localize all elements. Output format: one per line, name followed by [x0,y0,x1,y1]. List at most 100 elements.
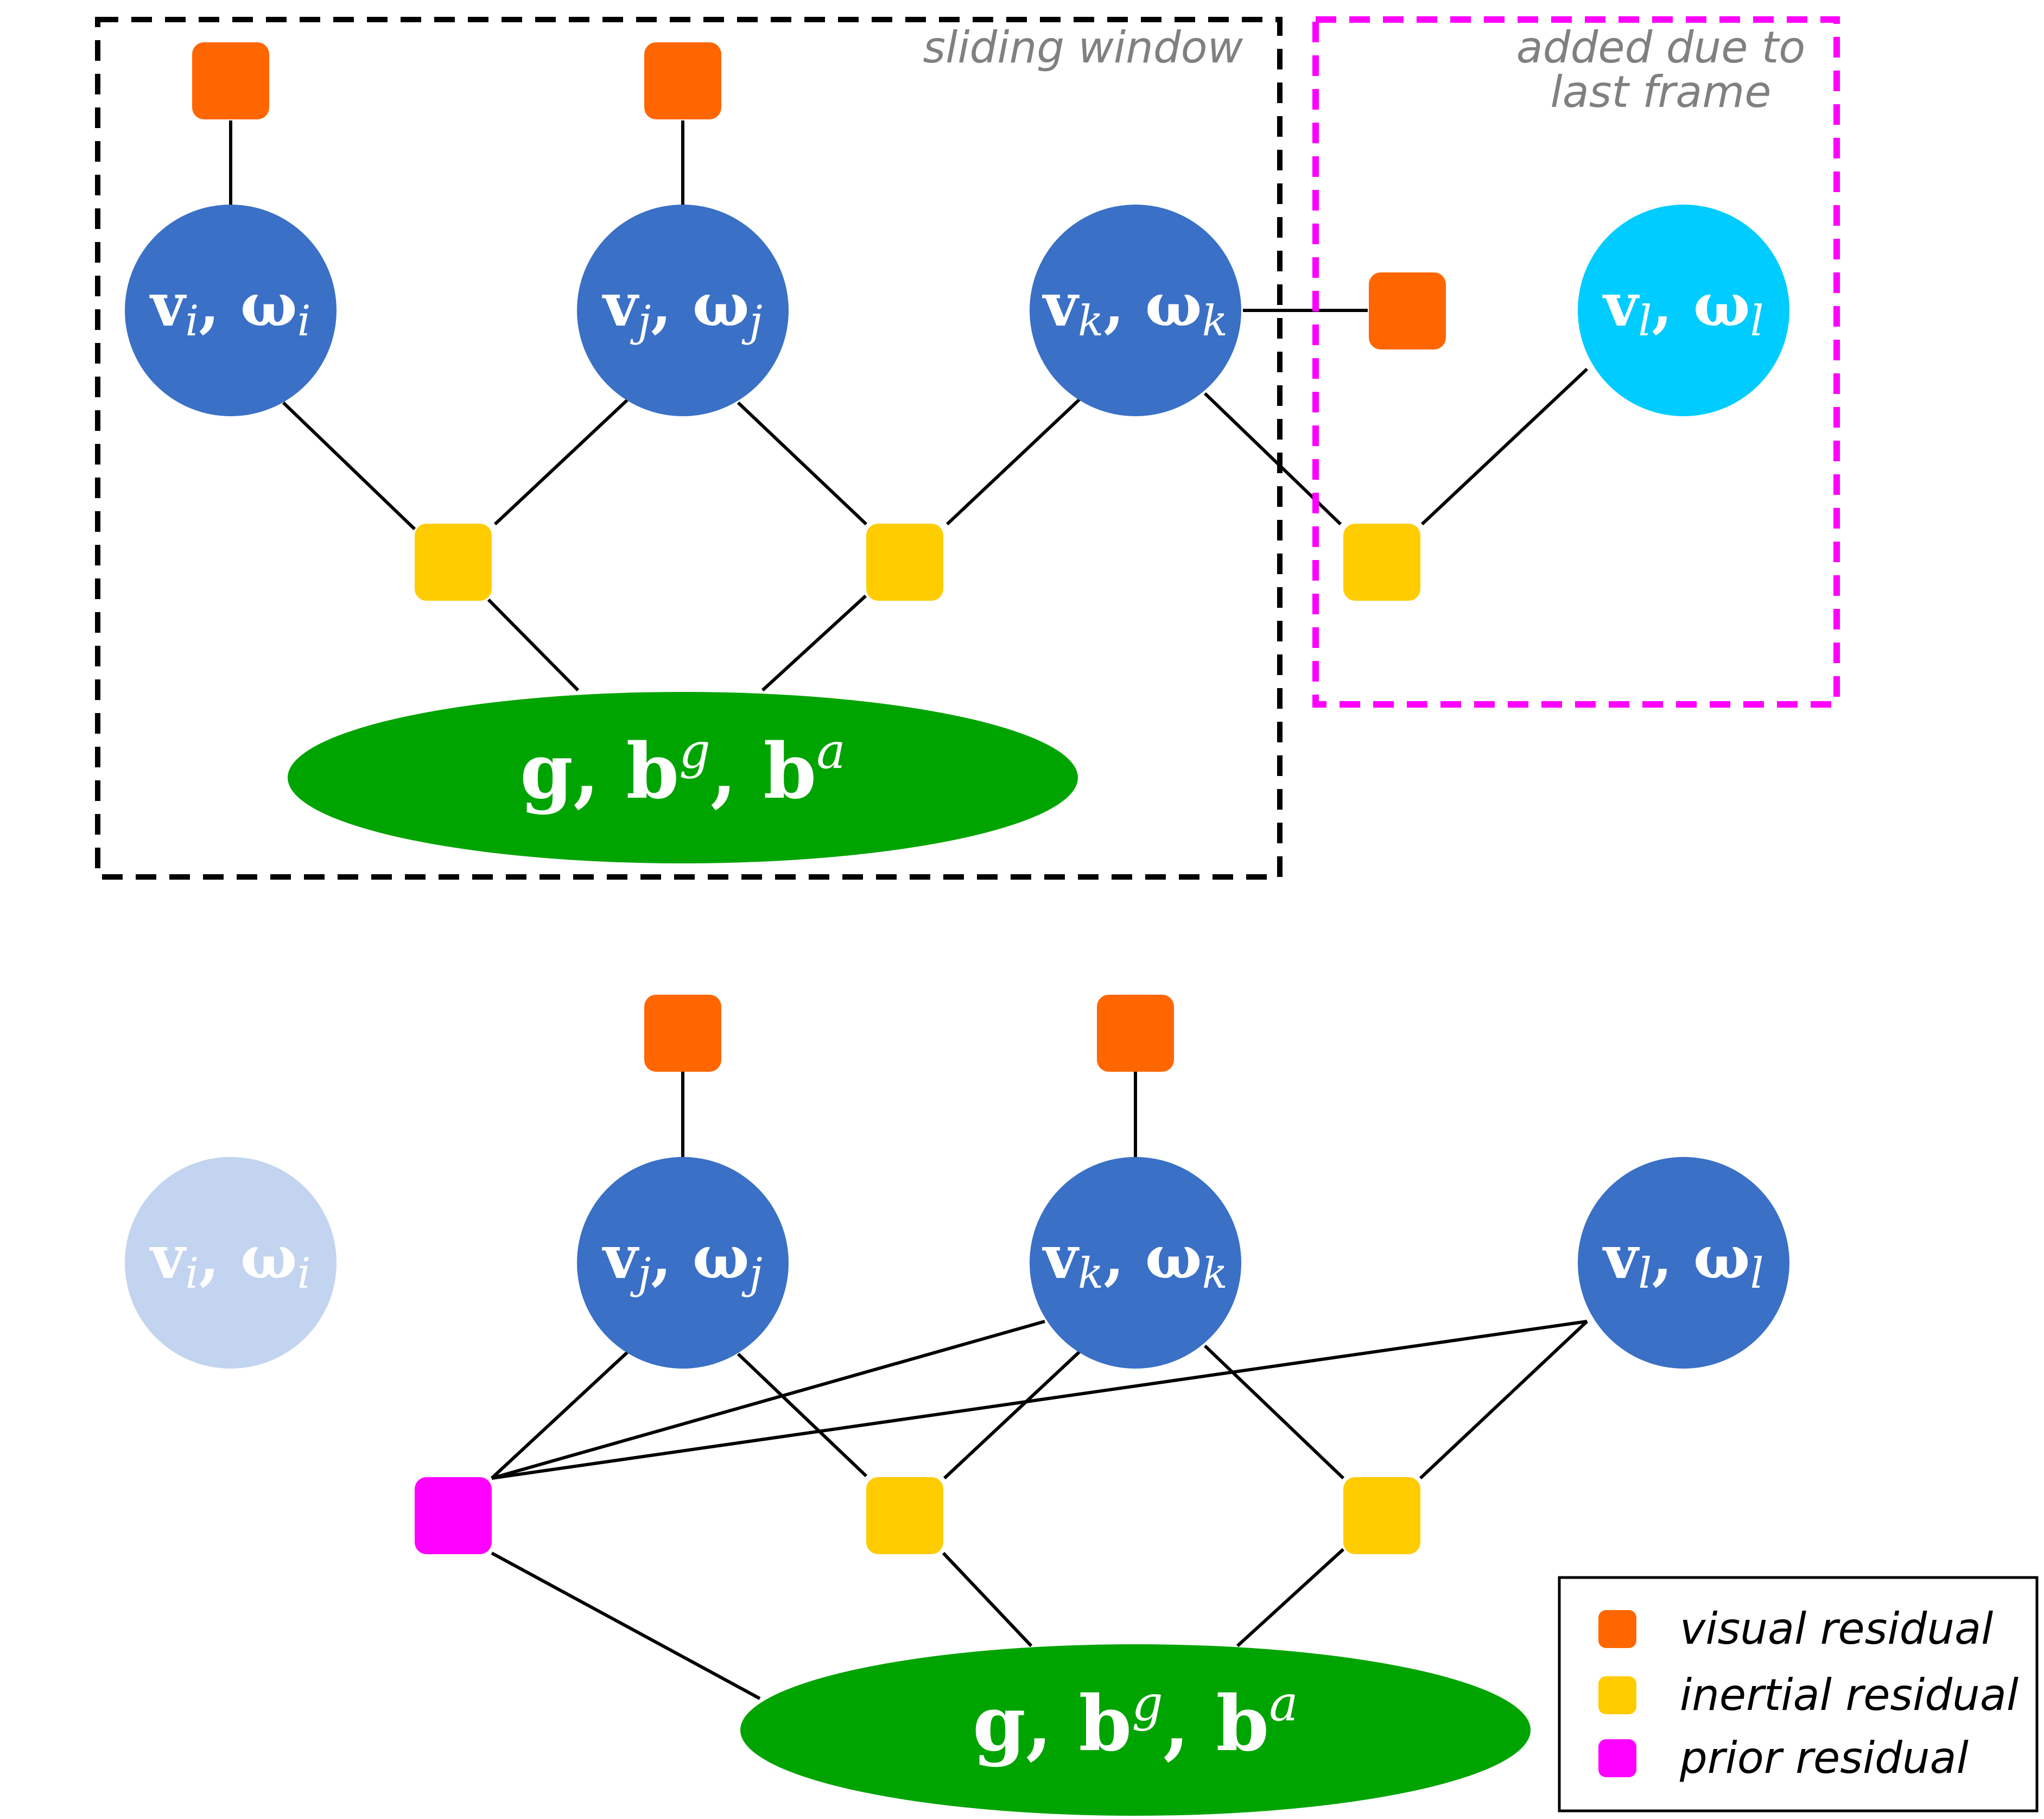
node-sub: l [1638,1249,1652,1298]
legend-swatch [1598,1676,1636,1714]
edge [1419,1320,1589,1480]
inertial-residual-factor [1343,524,1420,601]
edge [491,1320,1588,1480]
edge [493,397,630,526]
node-sub: i [297,1249,311,1298]
state-node-i: vi, ωi [125,205,337,416]
node-sub: k [1078,297,1103,346]
prior-residual-factor [415,1477,492,1554]
edge [761,594,867,692]
svg-text:vi, ωi: vi, ωi [149,270,310,346]
node-main: v [1602,270,1640,340]
legend-item-visual: visual residual [1598,1604,1993,1654]
edge [487,598,580,692]
node-sub: i [185,1249,199,1298]
global-sup: g [1132,1675,1163,1732]
sliding-window-label: sliding window [923,22,1243,73]
legend: visual residual inertial residual prior … [1558,1576,2039,1812]
global-g: g, b [973,1680,1132,1769]
svg-text:vk, ωk: vk, ωk [1042,1222,1228,1298]
svg-text:vl, ωl: vl, ωl [1602,270,1763,346]
node-sub: k [1202,1249,1228,1298]
legend-swatch [1598,1610,1636,1648]
node-sep: , ω [1652,1222,1750,1292]
global-mid: , b [1163,1680,1269,1769]
top-edges [229,120,1589,692]
svg-text:vl, ωl: vl, ωl [1602,1222,1763,1298]
svg-text:vi, ωi: vi, ωi [149,1222,310,1298]
state-node-i-marginalized: vi, ωi [125,1157,337,1369]
node-sep: , ω [651,1222,749,1292]
node-sub: i [185,297,199,346]
node-sub: l [1750,297,1764,346]
global-node-top: g, bg, ba [288,692,1078,863]
node-sub: k [1202,297,1228,346]
inertial-residual-factor [415,524,492,601]
global-node-bottom: g, bg, ba [740,1644,1531,1816]
node-sep: , ω [1103,1222,1202,1292]
node-sub: k [1078,1249,1103,1298]
edge [945,397,1082,526]
state-node-j: vj, ωj [577,1157,789,1369]
node-main: v [1042,270,1080,340]
edge [1236,1548,1345,1648]
node-main: v [1602,1222,1640,1292]
state-node-j: vj, ωj [577,205,789,416]
node-main: v [1042,1222,1080,1292]
visual-residual-factor [1369,272,1446,349]
node-main: v [602,1222,639,1292]
inertial-residual-factor [866,1477,943,1554]
legend-item-prior: prior residual [1598,1733,1969,1783]
edge [942,1551,1033,1648]
node-sub: i [297,297,311,346]
legend-label: visual residual [1680,1604,1993,1654]
state-node-k: vk, ωk [1030,1157,1241,1369]
legend-swatch [1598,1739,1636,1777]
bottom-diagram: vi, ωi vj, ωj vk, ωk vl, ωl g, bg, ba [125,995,1789,1816]
edge [491,1551,761,1700]
global-g: g, b [520,727,679,816]
visual-residual-factor [192,42,269,119]
edge [1420,367,1589,526]
edge [1203,392,1342,526]
sliding-window-box [95,17,1283,880]
bottom-edges [490,1072,1589,1700]
node-sep: , ω [199,270,297,340]
legend-label: prior residual [1679,1733,1969,1783]
legend-box [1558,1576,2039,1812]
svg-text:g, bg, ba: g, bg, ba [520,723,846,816]
inertial-residual-factor [866,524,943,601]
node-sep: , ω [199,1222,297,1292]
global-mid: , b [710,727,816,816]
edge [737,1352,868,1478]
edge [491,1320,1045,1480]
global-sup: a [816,723,846,780]
svg-text:vj, ωj: vj, ωj [602,270,763,346]
global-sup: a [1269,1675,1298,1732]
node-sub: l [1750,1249,1764,1298]
legend-item-inertial: inertial residual [1598,1670,2018,1720]
edge [737,401,868,526]
node-sep: , ω [651,270,749,340]
node-sep: , ω [1652,270,1750,340]
added-label-line1: added due to [1516,22,1805,73]
edge [1203,1344,1345,1480]
legend-label: inertial residual [1680,1670,2018,1720]
visual-residual-factor [1097,995,1174,1072]
visual-residual-factor [644,42,721,119]
edge [282,401,416,531]
state-node-l-new: vl, ωl [1578,205,1789,416]
edge [943,1350,1082,1480]
node-sub: l [1638,297,1652,346]
added-frame-box [1312,16,1840,708]
svg-text:vj, ωj: vj, ωj [602,1222,763,1298]
node-main: v [149,270,187,340]
global-sup: g [679,723,710,780]
node-main: v [149,1222,187,1292]
node-sep: , ω [1103,270,1202,340]
visual-residual-factor [644,995,721,1072]
top-diagram: sliding window added due to last frame v… [95,16,1840,880]
svg-text:g, bg, ba: g, bg, ba [973,1675,1298,1769]
state-node-k: vk, ωk [1030,205,1241,416]
